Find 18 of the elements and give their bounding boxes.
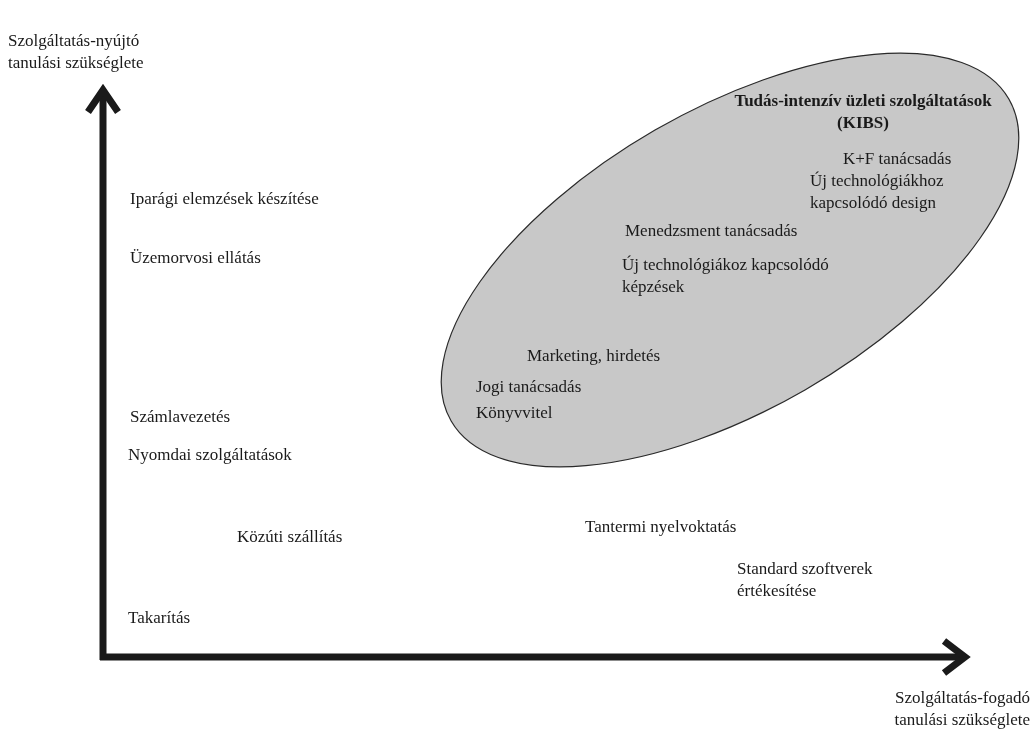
service-label: Iparági elemzések készítése xyxy=(130,188,320,210)
service-label: Jogi tanácsadás xyxy=(476,376,583,398)
axis-title: Szolgáltatás-nyújtó tanulási szükséglete xyxy=(8,30,145,75)
service-label: Nyomdai szolgáltatások xyxy=(128,444,293,466)
service-label: Üzemorvosi ellátás xyxy=(130,247,262,269)
service-label: Könyvvitel xyxy=(476,402,554,424)
service-label: Tantermi nyelvoktatás xyxy=(585,516,738,538)
axis-title: Szolgáltatás-fogadó tanulási szükséglete xyxy=(893,687,1030,732)
service-label: Menedzsment tanácsadás xyxy=(625,220,799,242)
service-label: Takarítás xyxy=(128,607,192,629)
service-label: Standard szoftverek értékesítése xyxy=(737,558,874,603)
service-label: Közúti szállítás xyxy=(237,526,344,548)
service-label: Számlavezetés xyxy=(130,406,232,428)
service-label: K+F tanácsadás xyxy=(843,148,953,170)
service-label: Marketing, hirdetés xyxy=(527,345,662,367)
service-label: Új technológiákoz kapcsolódó képzések xyxy=(622,254,830,299)
group-heading: Tudás-intenzív üzleti szolgáltatások (KIBS) xyxy=(733,90,993,135)
service-label: Új technológiákhoz kapcsolódó design xyxy=(810,170,945,215)
